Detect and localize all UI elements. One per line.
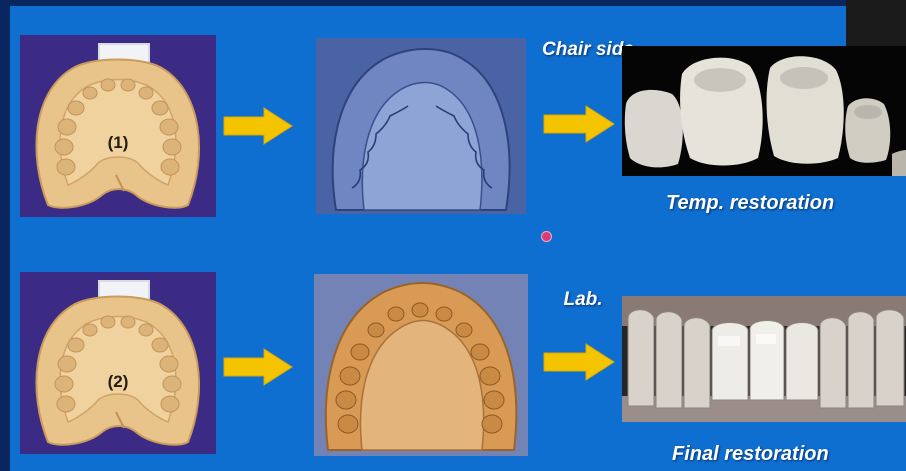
arrow-right-icon (542, 104, 616, 144)
dental-impression-image-2: (2) (20, 272, 216, 454)
temporary-crowns-photo (622, 46, 906, 176)
result-label-temp: Temp. restoration (666, 192, 834, 215)
arrow-right-icon (222, 106, 294, 146)
arrow-right-icon (542, 342, 616, 382)
resin-model-image (316, 38, 526, 214)
stone-model-image (314, 274, 528, 456)
final-restoration-svg (622, 296, 906, 422)
impression-tray-svg (20, 35, 216, 217)
slide-top-border (0, 0, 906, 6)
final-restoration-photo (622, 296, 906, 422)
dental-impression-image-1: (1) (20, 35, 216, 217)
laser-pointer-dot (541, 231, 552, 242)
impression-tray-svg (20, 272, 216, 454)
slide-left-border (0, 0, 10, 471)
method-label-chair-side: Chair side (542, 36, 618, 64)
stone-model-svg (314, 274, 528, 456)
step-number-label: (2) (88, 372, 148, 392)
step-number-label: (1) (88, 133, 148, 153)
method-label-lab: Lab. (548, 286, 618, 314)
resin-model-svg (316, 38, 526, 214)
temporary-crowns-svg (622, 46, 906, 176)
arrow-right-icon (222, 347, 294, 387)
result-label-final: Final restoration (672, 443, 829, 466)
